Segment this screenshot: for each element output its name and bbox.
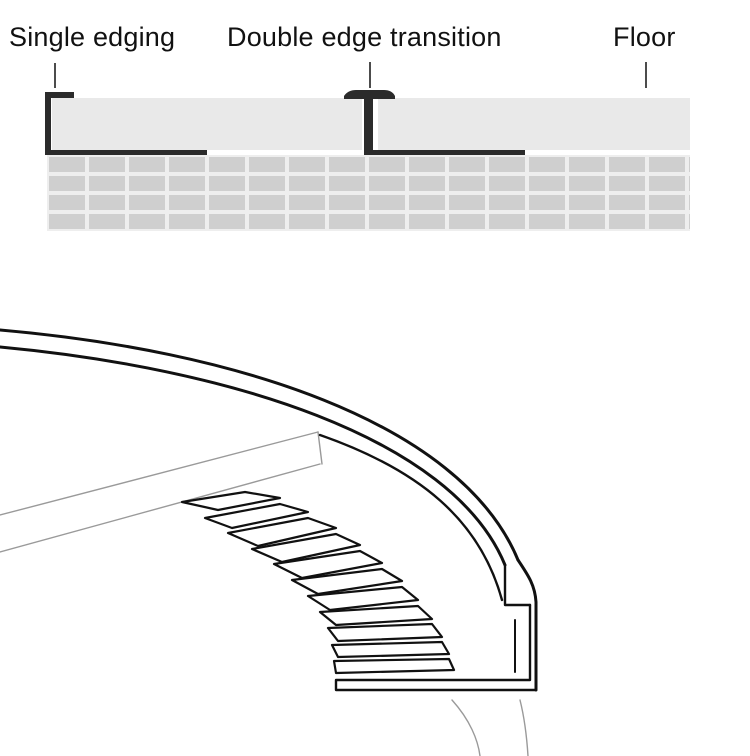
surface-line-1	[0, 431, 319, 516]
surface-line-3	[317, 431, 323, 465]
trim-bottom-leg	[334, 603, 538, 692]
trim-return	[503, 563, 532, 607]
tile-substrate	[47, 155, 690, 231]
label-double-edge-transition: Double edge transition	[227, 22, 502, 52]
label-floor: Floor	[613, 22, 676, 52]
base-arc-left	[451, 699, 481, 756]
base-arc-right	[519, 699, 529, 756]
double-edge-transition-profile	[344, 90, 525, 155]
trim-outer-second	[0, 345, 507, 567]
floor-board-right	[378, 98, 690, 150]
label-single-edging: Single edging	[9, 22, 176, 52]
trim-inner-lip	[318, 433, 504, 602]
trim-outer-top	[0, 328, 520, 562]
trim-face	[516, 558, 538, 692]
curved-edging-illustration	[0, 328, 538, 756]
segment-slats	[180, 490, 456, 675]
floor-board-left	[52, 98, 362, 150]
surface-line-2	[0, 463, 321, 553]
